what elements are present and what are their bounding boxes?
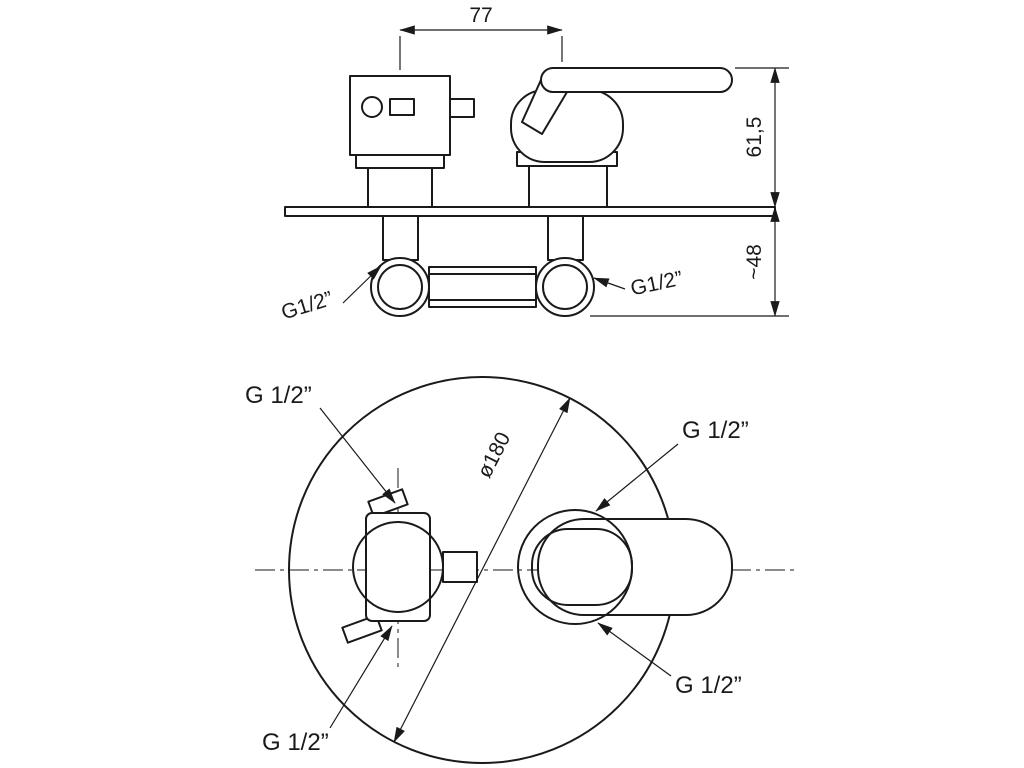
plan-lever-bar [537, 518, 733, 616]
front-left-thread-label: G1/2” [279, 287, 336, 324]
left-shank [382, 215, 419, 261]
valve-block [428, 266, 537, 308]
dimension-width: 77 [399, 4, 563, 70]
right-inlet-outer [535, 257, 595, 317]
leader-line [342, 265, 382, 304]
front-view: 77 [279, 4, 789, 324]
plan-bottom-left-callout: G 1/2” [262, 625, 393, 756]
dim-depth-text: ~48 [743, 244, 766, 280]
plan-view: ø180 G 1/2” G 1/2” G 1/2” [245, 376, 795, 764]
front-right-thread-label: G1/2” [629, 267, 685, 300]
right-inlet-inner [542, 264, 588, 310]
diverter-knob-detail [389, 98, 415, 116]
plan-top-left-label: G 1/2” [245, 382, 312, 409]
plan-top-right-callout: G 1/2” [595, 417, 749, 512]
leader-line [597, 622, 672, 677]
leader-line [329, 625, 393, 729]
leader-line [319, 407, 396, 504]
leader-line [593, 277, 626, 290]
right-inlet [535, 257, 595, 317]
diverter-valve [349, 75, 475, 208]
dim-diameter-text: ø180 [473, 428, 515, 481]
left-inlet-inner [377, 264, 423, 310]
cross-handle-bottom-prong [341, 614, 383, 644]
plan-top-left-callout: G 1/2” [245, 382, 396, 504]
diverter-knob-circle [361, 96, 383, 118]
dim-height-text: 61,5 [743, 117, 766, 158]
leader-line [595, 443, 679, 512]
front-left-thread-callout: G1/2” [279, 265, 382, 324]
diverter-outlet [449, 98, 475, 118]
dimension-depth: ~48 [590, 206, 789, 317]
lever-handle-bar [540, 67, 733, 93]
plan-top-right-label: G 1/2” [682, 417, 749, 444]
dim-width-text: 77 [469, 4, 492, 27]
mixer-valve [510, 67, 733, 208]
plan-bottom-right-callout: G 1/2” [597, 622, 742, 699]
cross-handle-side-tab [442, 551, 478, 583]
wall-plate [284, 206, 776, 217]
diverter-flange [355, 154, 445, 169]
plan-bottom-right-label: G 1/2” [675, 672, 742, 699]
plan-bottom-left-label: G 1/2” [262, 729, 329, 756]
diverter-stem [367, 167, 433, 208]
diameter-line [393, 397, 571, 743]
plan-lever-pivot [517, 509, 633, 625]
front-right-thread-callout: G1/2” [593, 267, 685, 300]
mixer-stem [528, 165, 608, 208]
right-shank [547, 215, 584, 261]
left-inlet-outer [370, 257, 430, 317]
cross-handle-plate [365, 512, 431, 622]
left-inlet [370, 257, 430, 317]
plan-lever [517, 509, 733, 625]
dimension-height: 61,5 [735, 67, 789, 208]
